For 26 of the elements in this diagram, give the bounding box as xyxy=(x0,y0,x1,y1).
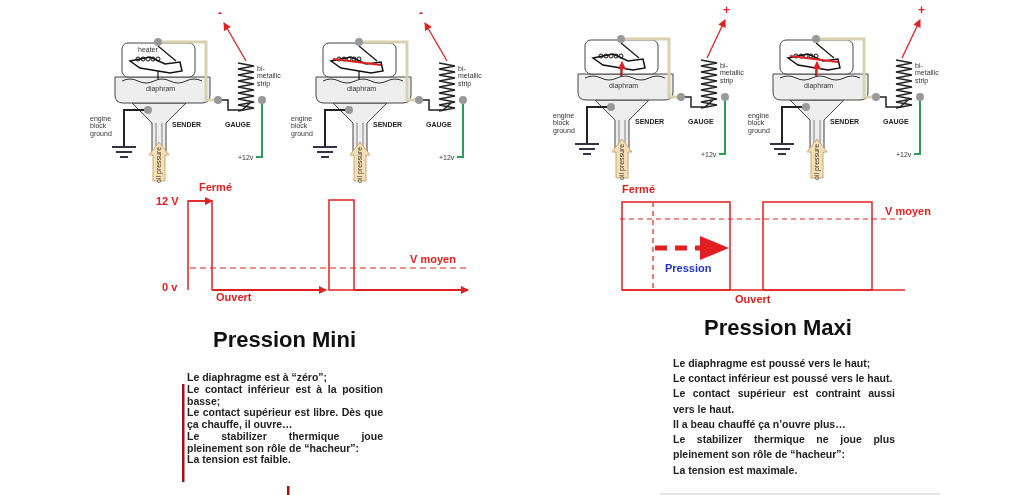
polarity-sign: + xyxy=(723,4,730,16)
state-label: Ouvert xyxy=(735,294,771,305)
section-heading: Pression Maxi xyxy=(704,317,852,339)
paragraph: La tension est faible. xyxy=(187,454,292,466)
section-heading: Pression Mini xyxy=(213,329,357,351)
axis-label: 0 v xyxy=(162,282,178,293)
paragraph: Le contact supérieur est libre. Dès que ça chauffe, il ouvre… xyxy=(187,407,383,431)
paragraph: Le stabilizer thermique ne joue plus pleinement son rôle de “hacheur”: xyxy=(673,432,895,463)
paragraph: La tension est maximale. xyxy=(673,462,799,478)
state-label: Ouvert xyxy=(216,292,252,303)
state-label: Fermé xyxy=(622,184,656,195)
state-label: Fermé xyxy=(199,182,233,193)
paragraph: Le diaphragme est à “zéro”; xyxy=(187,372,329,384)
polarity-sign: - xyxy=(218,7,222,19)
paragraph: Le stabilizer thermique joue pleinement son rôle de “hacheur”: xyxy=(187,430,383,455)
paragraph: Le diaphragme est poussé vers le haut; xyxy=(673,356,872,371)
paragraph: Il a beau chauffé ça n’ouvre plus… xyxy=(673,416,847,432)
arrow-label: Pression xyxy=(665,263,712,274)
paragraph: Le contact supérieur est contraint aussi vers le haut. xyxy=(673,386,895,417)
polarity-sign: + xyxy=(918,4,925,16)
level-label: V moyen xyxy=(410,254,456,265)
level-label: V moyen xyxy=(885,206,931,217)
paragraph: Le contact inférieur est poussé vers le haut. xyxy=(673,371,894,387)
polarity-sign: - xyxy=(419,7,423,19)
paragraph: Le contact inférieur est à la position basse; xyxy=(187,383,383,408)
axis-label: 12 V xyxy=(156,196,179,207)
